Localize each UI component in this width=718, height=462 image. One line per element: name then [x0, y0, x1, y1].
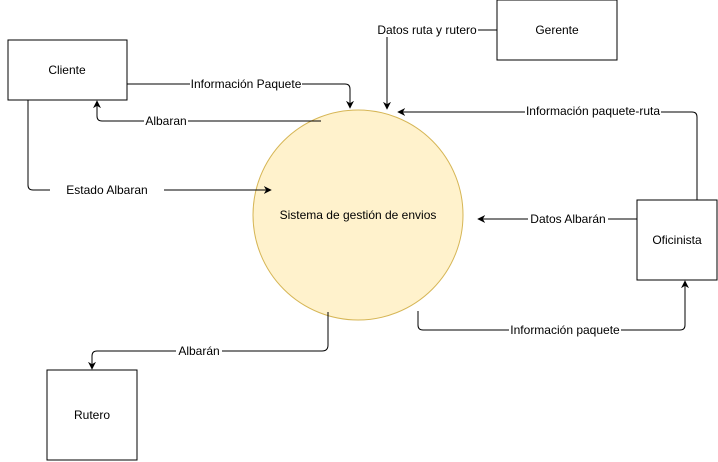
flow-informacion-paquete-oficinista-label: Información paquete	[510, 323, 620, 337]
flow-informacion-paquete-cliente-label: Información Paquete	[191, 77, 302, 91]
flow-datos-albaran-label: Datos Albarán	[530, 212, 605, 226]
entity-rutero[interactable]: Rutero	[46, 369, 138, 461]
flow-albaran-to-cliente-label: Albaran	[145, 114, 186, 128]
flow-informacion-paquete-cliente-label-bg	[190, 77, 302, 91]
entity-cliente-label: Cliente	[48, 63, 86, 77]
entity-oficinista[interactable]: Oficinista	[636, 199, 718, 281]
flow-informacion-paquete-ruta-label: Información paquete-ruta	[526, 104, 660, 118]
flow-informacion-paquete-oficinista[interactable]: Información paquete	[417, 280, 689, 337]
flow-informacion-paquete-oficinista-label-bg	[509, 323, 621, 337]
entity-rutero-box	[46, 369, 138, 461]
entity-cliente-box	[7, 39, 128, 101]
flow-estado-albaran-line	[27, 100, 272, 194]
flow-informacion-paquete-ruta-line	[397, 108, 698, 200]
flow-estado-albaran-label: Estado Albaran	[66, 183, 147, 197]
entity-gerente-label: Gerente	[535, 23, 579, 37]
flow-datos-ruta-rutero[interactable]: Datos ruta y rutero	[376, 23, 497, 110]
process-label: Sistema de gestión de envios	[280, 208, 437, 222]
entity-gerente[interactable]: Gerente	[496, 0, 618, 61]
flow-albaran-to-cliente-label-bg	[144, 114, 188, 128]
flow-albaran-to-rutero-line	[88, 312, 329, 370]
flow-informacion-paquete-cliente-line	[127, 83, 354, 109]
flow-albaran-to-rutero-label: Albarán	[178, 344, 219, 358]
entity-cliente[interactable]: Cliente	[7, 39, 128, 101]
flow-datos-ruta-rutero-label: Datos ruta y rutero	[377, 23, 477, 37]
flow-datos-ruta-rutero-label-bg	[376, 23, 478, 37]
flow-informacion-paquete-ruta[interactable]: Información paquete-ruta	[397, 104, 698, 200]
flow-albaran-to-rutero[interactable]: Albarán	[88, 312, 329, 370]
flow-datos-ruta-rutero-line	[383, 29, 497, 110]
flow-albaran-to-cliente[interactable]: Albaran	[93, 100, 321, 128]
flow-datos-albaran[interactable]: Datos Albarán	[477, 212, 637, 226]
flow-albaran-to-cliente-line	[93, 100, 321, 122]
entity-oficinista-label: Oficinista	[652, 233, 702, 247]
flow-datos-albaran-label-bg	[528, 212, 608, 226]
entity-rutero-label: Rutero	[74, 408, 110, 422]
entity-oficinista-box	[636, 199, 718, 281]
flow-informacion-paquete-cliente[interactable]: Información Paquete	[127, 77, 354, 109]
flow-albaran-to-rutero-label-bg	[176, 344, 222, 358]
process-node[interactable]: Sistema de gestión de envios	[252, 109, 464, 321]
flow-estado-albaran[interactable]: Estado Albaran	[27, 100, 272, 197]
process-circle	[252, 109, 464, 321]
flow-estado-albaran-label-bg	[50, 183, 164, 197]
entity-gerente-box	[496, 0, 618, 61]
flow-informacion-paquete-ruta-label-bg	[525, 104, 661, 118]
